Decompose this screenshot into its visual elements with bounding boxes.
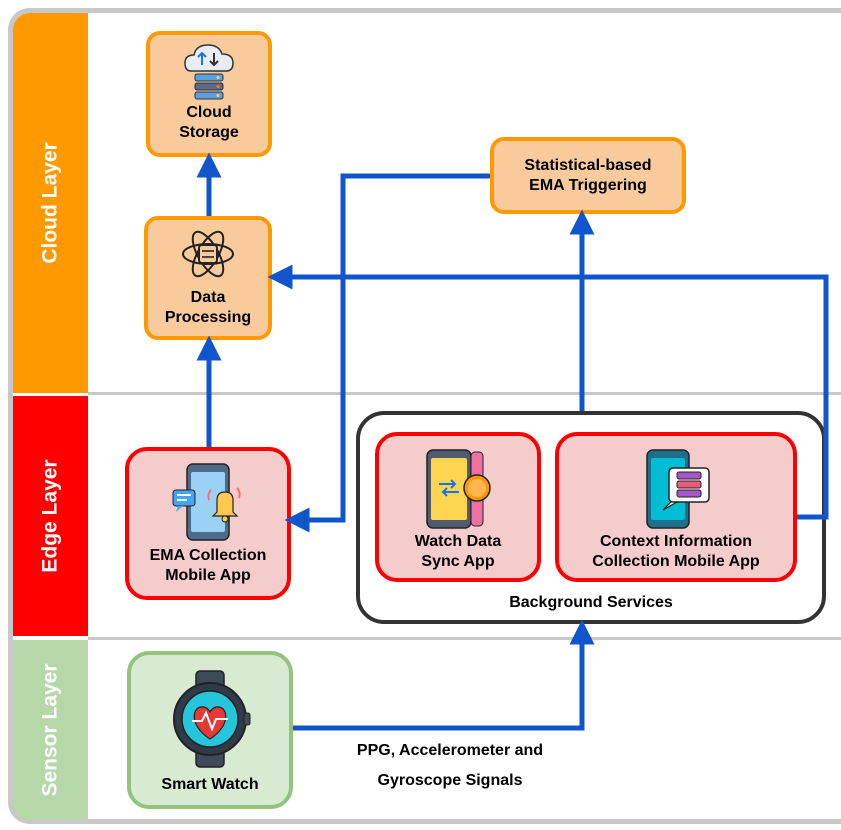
cloud-storage-node: Cloud Storage bbox=[146, 31, 272, 157]
cloud-edge-divider bbox=[88, 392, 841, 395]
diagram-frame bbox=[8, 8, 841, 824]
sensor-layer-band: Sensor Layer bbox=[13, 640, 88, 820]
signals-label: PPG, Accelerometer and Gyroscope Signals bbox=[300, 736, 600, 796]
watch-sync-label-1: Watch Data bbox=[414, 533, 502, 550]
watch-sync-label-2: Sync App bbox=[421, 553, 495, 570]
ema-triggering-label-2: EMA Triggering bbox=[529, 176, 647, 194]
edge-sensor-divider bbox=[88, 637, 841, 640]
atom-processing-icon bbox=[182, 230, 234, 278]
edge-layer-band: Edge Layer bbox=[13, 396, 88, 636]
cloud-storage-label-1: Cloud bbox=[186, 104, 232, 121]
context-collection-label-2: Collection Mobile App bbox=[592, 553, 760, 570]
ema-collection-label-2: Mobile App bbox=[165, 567, 251, 584]
arrow-context-to-processing bbox=[267, 264, 829, 520]
context-collection-label-1: Context Information bbox=[600, 533, 752, 550]
cloud-server-icon bbox=[184, 44, 234, 100]
context-collection-node: Context Information Collection Mobile Ap… bbox=[555, 432, 797, 582]
arrow-triggering-to-ema bbox=[284, 173, 490, 533]
cloud-storage-label-2: Storage bbox=[179, 124, 239, 141]
signals-label-2: Gyroscope Signals bbox=[377, 772, 523, 789]
phone-database-icon bbox=[646, 449, 710, 529]
background-services-label: Background Services bbox=[509, 594, 673, 611]
ema-collection-label-1: EMA Collection bbox=[149, 547, 267, 564]
phone-notification-icon bbox=[172, 463, 241, 541]
arrow-watch-to-background bbox=[293, 619, 595, 731]
data-processing-label-1: Data bbox=[190, 289, 226, 306]
data-processing-label-2: Processing bbox=[164, 309, 252, 326]
watch-sync-node: Watch Data Sync App bbox=[375, 432, 541, 582]
smartwatch-heart-icon bbox=[173, 670, 251, 768]
smart-watch-node: Smart Watch bbox=[127, 651, 293, 809]
ema-triggering-node: Statistical-based EMA Triggering bbox=[490, 137, 686, 214]
data-processing-node: Data Processing bbox=[144, 216, 272, 340]
phone-watch-sync-icon bbox=[426, 449, 491, 529]
ema-triggering-label-1: Statistical-based bbox=[524, 156, 652, 174]
signals-label-1: PPG, Accelerometer and bbox=[356, 742, 544, 759]
smart-watch-label: Smart Watch bbox=[161, 776, 259, 793]
cloud-layer-band: Cloud Layer bbox=[13, 13, 88, 393]
